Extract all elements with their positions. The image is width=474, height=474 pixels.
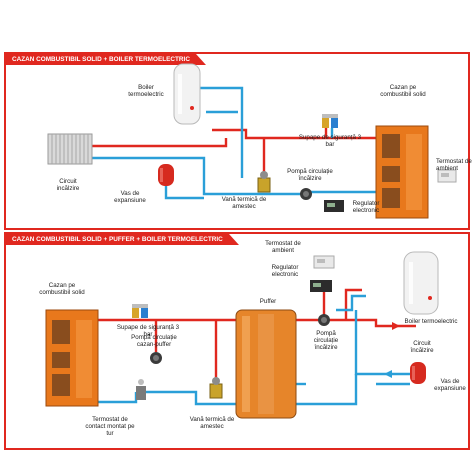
label-contact-thermostat: Termostat de contact montat pe tur bbox=[85, 416, 135, 437]
label-safety-valves: Supape de siguranță 3 bar bbox=[116, 324, 180, 338]
solid-fuel-boiler bbox=[45, 309, 99, 407]
top-diagram-drawing bbox=[47, 63, 457, 219]
cold-pipe bbox=[164, 184, 204, 200]
mixing-valve bbox=[209, 377, 223, 399]
cold-pipe bbox=[194, 86, 244, 178]
heating-pump bbox=[318, 314, 330, 326]
label-mixing-valve: Vană termică de amestec bbox=[221, 196, 267, 210]
boiler-tank bbox=[403, 251, 439, 315]
bottom-diagram-panel: CAZAN COMBUSTIBIL SOLID + PUFFER + BOILE… bbox=[4, 232, 470, 450]
boiler-puffer-pump bbox=[150, 352, 162, 364]
room-thermostat bbox=[437, 169, 457, 183]
label-boiler-puffer-pump: Pompă circulație cazan-puffer bbox=[131, 334, 177, 348]
label-room-thermostat: Termostat de ambient bbox=[436, 158, 472, 172]
label-electronic-regulator: Regulator electronic bbox=[352, 200, 380, 214]
cold-pipe bbox=[264, 190, 376, 196]
cold-pipe bbox=[136, 390, 236, 406]
hot-pipe bbox=[344, 288, 362, 320]
hot-pipe bbox=[56, 138, 228, 148]
electronic-regulator bbox=[310, 280, 332, 292]
mixing-valve bbox=[257, 171, 271, 193]
label-heating-circuit: Circuit incălzire bbox=[56, 178, 80, 192]
contact-thermostat bbox=[136, 379, 146, 400]
label-puffer: Puffer bbox=[259, 298, 277, 305]
solid-fuel-boiler bbox=[375, 125, 429, 219]
bottom-diagram-title: CAZAN COMBUSTIBIL SOLID + PUFFER + BOILE… bbox=[6, 234, 239, 245]
label-solid-fuel-boiler: Cazan pe combustibil solid bbox=[380, 84, 426, 98]
circulation-pump bbox=[300, 188, 312, 200]
room-thermostat bbox=[313, 255, 335, 269]
puffer-tank bbox=[235, 309, 297, 419]
label-expansion-vessel: Vas de expansiune bbox=[114, 190, 146, 204]
label-circulation-pump: Pompă circulație încălzire bbox=[287, 168, 333, 182]
label-expansion-vessel: Vas de expansiune bbox=[434, 378, 466, 392]
radiator bbox=[47, 133, 93, 165]
bottom-diagram-drawing bbox=[45, 251, 439, 419]
label-safety-valves: Supape de siguranță 3 bar bbox=[298, 134, 362, 148]
cold-pipe bbox=[56, 156, 264, 196]
label-heating-circuit: Circuit încălzire bbox=[410, 340, 434, 354]
label-electronic-regulator: Regulator electronic bbox=[271, 264, 299, 278]
top-diagram-panel: CAZAN COMBUSTIBIL SOLID + BOILER TERMOEL… bbox=[4, 52, 472, 230]
flow-arrow bbox=[392, 322, 400, 330]
expansion-vessel bbox=[410, 362, 426, 384]
label-heating-pump: Pompă circulație încălzire bbox=[313, 330, 339, 351]
top-diagram-title: CAZAN COMBUSTIBIL SOLID + BOILER TERMOEL… bbox=[6, 54, 206, 65]
label-solid-fuel-boiler: Cazan pe combustibil solid bbox=[39, 282, 85, 296]
electronic-regulator bbox=[324, 200, 344, 212]
label-boiler: Boiler termoelectric bbox=[404, 318, 458, 325]
label-room-thermostat: Termostat de ambient bbox=[265, 240, 301, 254]
label-boiler: Boiler termoelectric bbox=[128, 84, 164, 98]
cold-pipe bbox=[296, 374, 358, 406]
label-mixing-valve: Vană termică de amestec bbox=[189, 416, 235, 430]
safety-valves bbox=[322, 114, 338, 128]
cold-pipe bbox=[98, 392, 138, 404]
cold-pipe bbox=[336, 294, 366, 312]
expansion-vessel bbox=[158, 164, 174, 186]
boiler-tank bbox=[173, 63, 201, 125]
safety-valves bbox=[132, 304, 148, 318]
flow-arrow bbox=[384, 370, 392, 378]
